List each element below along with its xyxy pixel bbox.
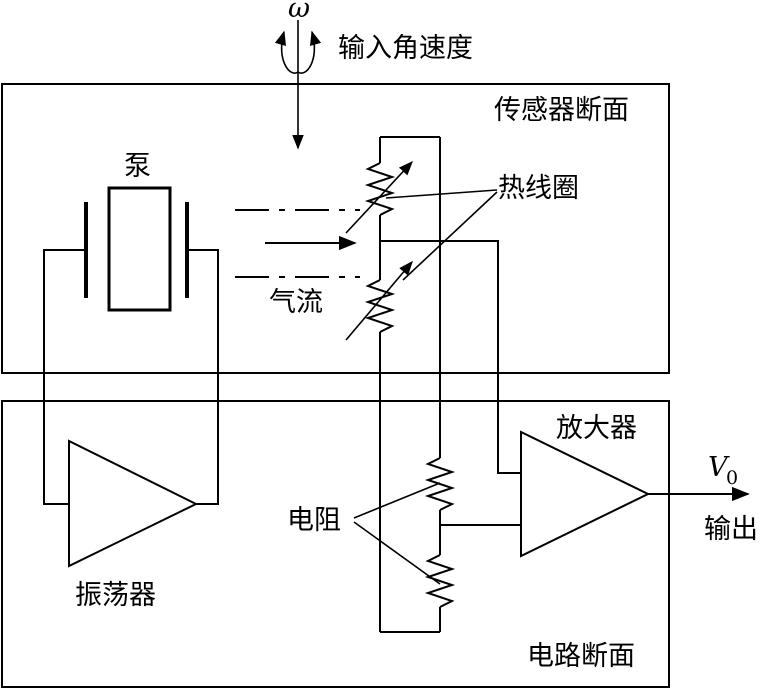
circuit-section-label: 电路断面 (527, 641, 635, 672)
leader-resistor-1 (353, 482, 441, 519)
hot-wire-coil-label: 热线圈 (498, 173, 579, 204)
pump-label: 泵 (124, 151, 151, 182)
resistor-column (364, 136, 456, 633)
oscillator-triangle (68, 439, 199, 568)
hot-wire-coil-top (364, 162, 396, 216)
v0-subscript: 0 (726, 467, 738, 489)
airflow-label: 气流 (269, 287, 323, 318)
oscillator-label: 振荡器 (75, 580, 156, 611)
resistor-bottom (424, 554, 456, 608)
sensor-section-label: 传感器断面 (494, 95, 629, 126)
wire-to-amp-input-1 (380, 240, 521, 474)
leader-resistor-2 (353, 521, 441, 585)
input-angular-velocity-label: 输入角速度 (338, 33, 473, 64)
output-label: 输出 (704, 514, 758, 545)
pump-body (107, 186, 172, 312)
rotation-arrow-icon (274, 20, 322, 150)
hot-wire-coil-bottom (364, 279, 396, 333)
airflow-lines (235, 209, 360, 278)
omega-label: ω (288, 0, 310, 24)
v0-label: V (708, 452, 730, 483)
leader-hot-wire-2 (402, 191, 498, 281)
amplifier-label: 放大器 (556, 413, 637, 444)
variable-arrow-top (345, 160, 413, 234)
wire-osc-left (43, 249, 86, 505)
amplifier-triangle (520, 430, 651, 558)
pump (84, 186, 189, 312)
resistor-top (424, 457, 456, 511)
wire-osc-right (187, 249, 219, 505)
resistor-label: 电阻 (287, 505, 341, 536)
sensor-section-box (1, 83, 670, 374)
circuit-section-box (1, 400, 670, 688)
variable-arrow-bottom (345, 260, 413, 341)
leader-hot-wire-1 (385, 189, 498, 199)
